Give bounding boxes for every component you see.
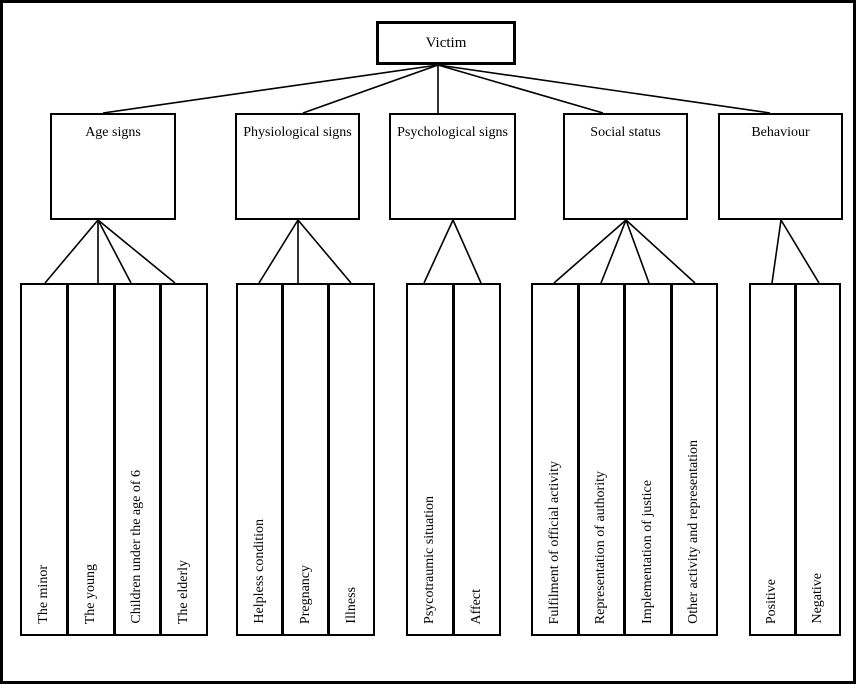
edge-root-social — [437, 64, 604, 114]
edge-age-3 — [97, 219, 132, 284]
leaf-cell: Representation of authority — [576, 285, 624, 634]
edge-social-3 — [625, 219, 650, 284]
leaf-cell: Illness — [327, 285, 373, 634]
leaf-label: Illness — [343, 587, 359, 624]
category-label: Behaviour — [751, 125, 810, 140]
leaf-cell: Negative — [793, 285, 840, 634]
edge-root-behaviour — [437, 64, 771, 114]
root-node: Victim — [376, 21, 516, 65]
edge-root-age — [102, 64, 439, 114]
leaf-label: Fulfilment of official activity — [546, 460, 562, 624]
leaf-cell: The young — [65, 285, 113, 634]
leaf-cell: Helpless condition — [238, 285, 281, 634]
edge-age-1 — [44, 219, 99, 284]
root-label: Victim — [425, 34, 467, 51]
leaf-cell: Psycotraumic situation — [408, 285, 452, 634]
edge-physio-3 — [297, 219, 352, 284]
leaf-group-behaviour: Positive Negative — [749, 283, 841, 636]
edge-behaviour-1 — [771, 219, 782, 284]
category-label: Age signs — [85, 125, 141, 140]
leaf-label: Other activity and representation — [686, 440, 702, 624]
edge-social-1 — [553, 219, 627, 284]
edge-behaviour-2 — [780, 219, 820, 284]
category-node-social-status: Social status — [563, 113, 688, 220]
leaf-label: Children under the age of 6 — [129, 470, 145, 624]
leaf-label: The young — [82, 563, 98, 624]
edge-root-physio — [302, 64, 439, 114]
edge-physio-1 — [258, 219, 299, 284]
edge-age-4 — [97, 219, 176, 284]
category-label: Physiological signs — [243, 125, 352, 140]
category-label: Social status — [590, 125, 661, 140]
leaf-cell: Pregnancy — [281, 285, 327, 634]
leaf-label: Pregnancy — [297, 564, 313, 624]
leaf-cell: Other activity and representation — [669, 285, 717, 634]
leaf-cell: Positive — [751, 285, 794, 634]
category-node-age-signs: Age signs — [50, 113, 176, 220]
leaf-label: Psycotraumic situation — [422, 496, 437, 624]
leaf-label: The minor — [35, 565, 51, 624]
leaf-cell: Implementation of justice — [623, 285, 670, 634]
category-node-behaviour: Behaviour — [718, 113, 843, 220]
leaf-label: Negative — [809, 573, 825, 624]
edge-social-4 — [625, 219, 696, 284]
leaf-label: Implementation of justice — [639, 480, 655, 624]
edge-psych-2 — [452, 219, 482, 284]
leaf-cell: Children under the age of 6 — [112, 285, 160, 634]
edge-psych-1 — [423, 219, 454, 284]
leaf-group-physiological-signs: Helpless condition Pregnancy Illness — [236, 283, 375, 636]
leaf-group-psychological-signs: Psycotraumic situation Affect — [406, 283, 501, 636]
leaf-cell: The elderly — [159, 285, 206, 634]
leaf-cell: The minor — [22, 285, 66, 634]
leaf-label: The elderly — [176, 559, 192, 624]
leaf-cell: Affect — [452, 285, 499, 634]
category-node-psychological-signs: Psychological signs — [389, 113, 516, 220]
leaf-label: Representation of authority — [593, 470, 609, 624]
leaf-cell: Fulfilment of official activity — [533, 285, 577, 634]
category-label: Psychological signs — [397, 125, 508, 140]
leaf-group-social-status: Fulfilment of official activity Represen… — [531, 283, 718, 636]
leaf-label: Affect — [469, 588, 484, 625]
edge-social-2 — [600, 219, 627, 284]
leaf-label: Positive — [764, 578, 780, 624]
category-node-physiological-signs: Physiological signs — [235, 113, 360, 220]
leaf-group-age-signs: The minor The young Children under the a… — [20, 283, 208, 636]
leaf-label: Helpless condition — [251, 519, 267, 624]
